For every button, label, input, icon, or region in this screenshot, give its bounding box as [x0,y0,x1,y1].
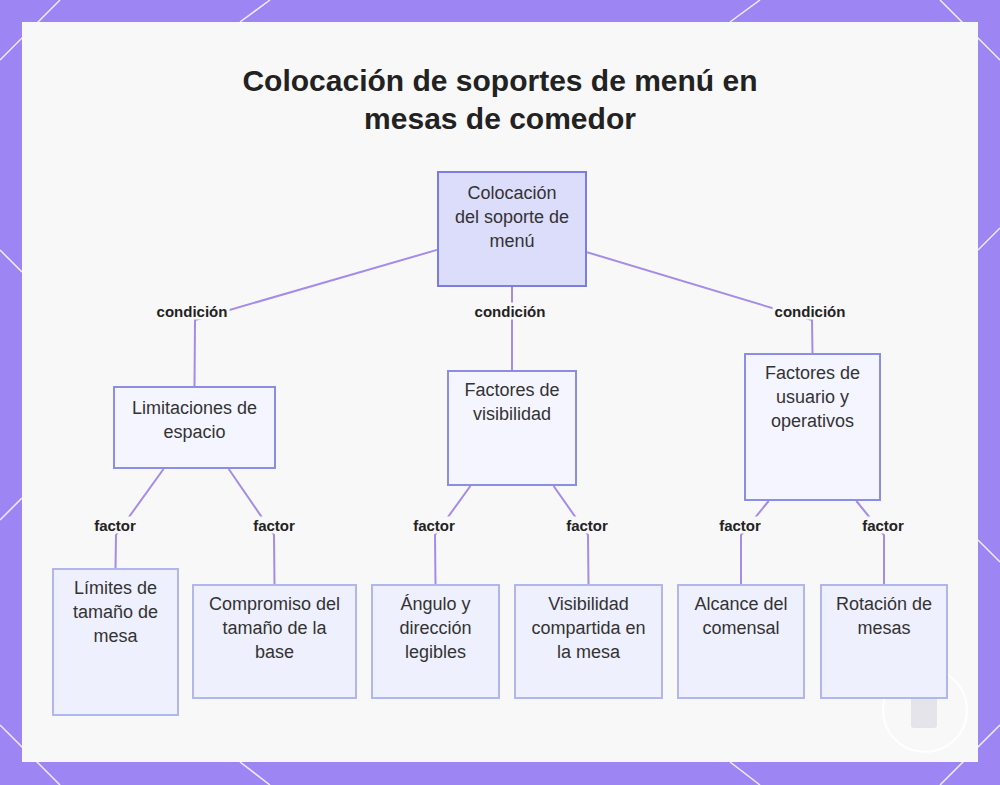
connector-line [435,486,470,584]
edge-label: factor [717,517,763,534]
connector-line [554,486,589,584]
node-text: Colocación del soporte de menú [453,181,571,253]
concept-box: Visibilidad compartida en la mesa [514,584,663,699]
edge-label: condición [473,303,548,320]
edge-label: factor [860,517,906,534]
connector-line [195,250,438,386]
concept-box: Compromiso del tamaño de la base [192,584,357,699]
connector-line [856,501,884,584]
concept-box: Rotación de mesas [820,584,948,699]
concept-box: Factores de usuario y operativos [744,353,881,501]
node-text: Compromiso del tamaño de la base [204,592,345,664]
node-text: Alcance del comensal [689,592,793,640]
node-text: Ángulo y dirección legibles [383,592,488,664]
edge-label: factor [564,517,610,534]
node-text: Rotación de mesas [832,592,936,640]
node-text: Factores de usuario y operativos [758,361,867,433]
connector-line [741,501,769,584]
edge-label: factor [411,517,457,534]
concept-box: Factores de visibilidad [447,370,577,486]
concept-box: Limitaciones de espacio [113,386,276,469]
concept-box: Límites de tamaño de mesa [52,568,179,716]
concept-box: Alcance del comensal [677,584,805,699]
edge-label: condición [773,303,848,320]
edge-label: factor [92,517,138,534]
node-text: Límites de tamaño de mesa [68,576,163,648]
node-text: Visibilidad compartida en la mesa [526,592,651,664]
concept-box: Ángulo y dirección legibles [371,584,500,699]
node-text: Limitaciones de espacio [127,396,262,444]
root-box: Colocación del soporte de menú [437,171,587,287]
edge-label: factor [251,517,297,534]
diagram-title: Colocación de soportes de menú en mesas … [200,62,800,138]
edge-label: condición [155,303,230,320]
connector-line [511,287,513,370]
node-text: Factores de visibilidad [461,378,563,426]
